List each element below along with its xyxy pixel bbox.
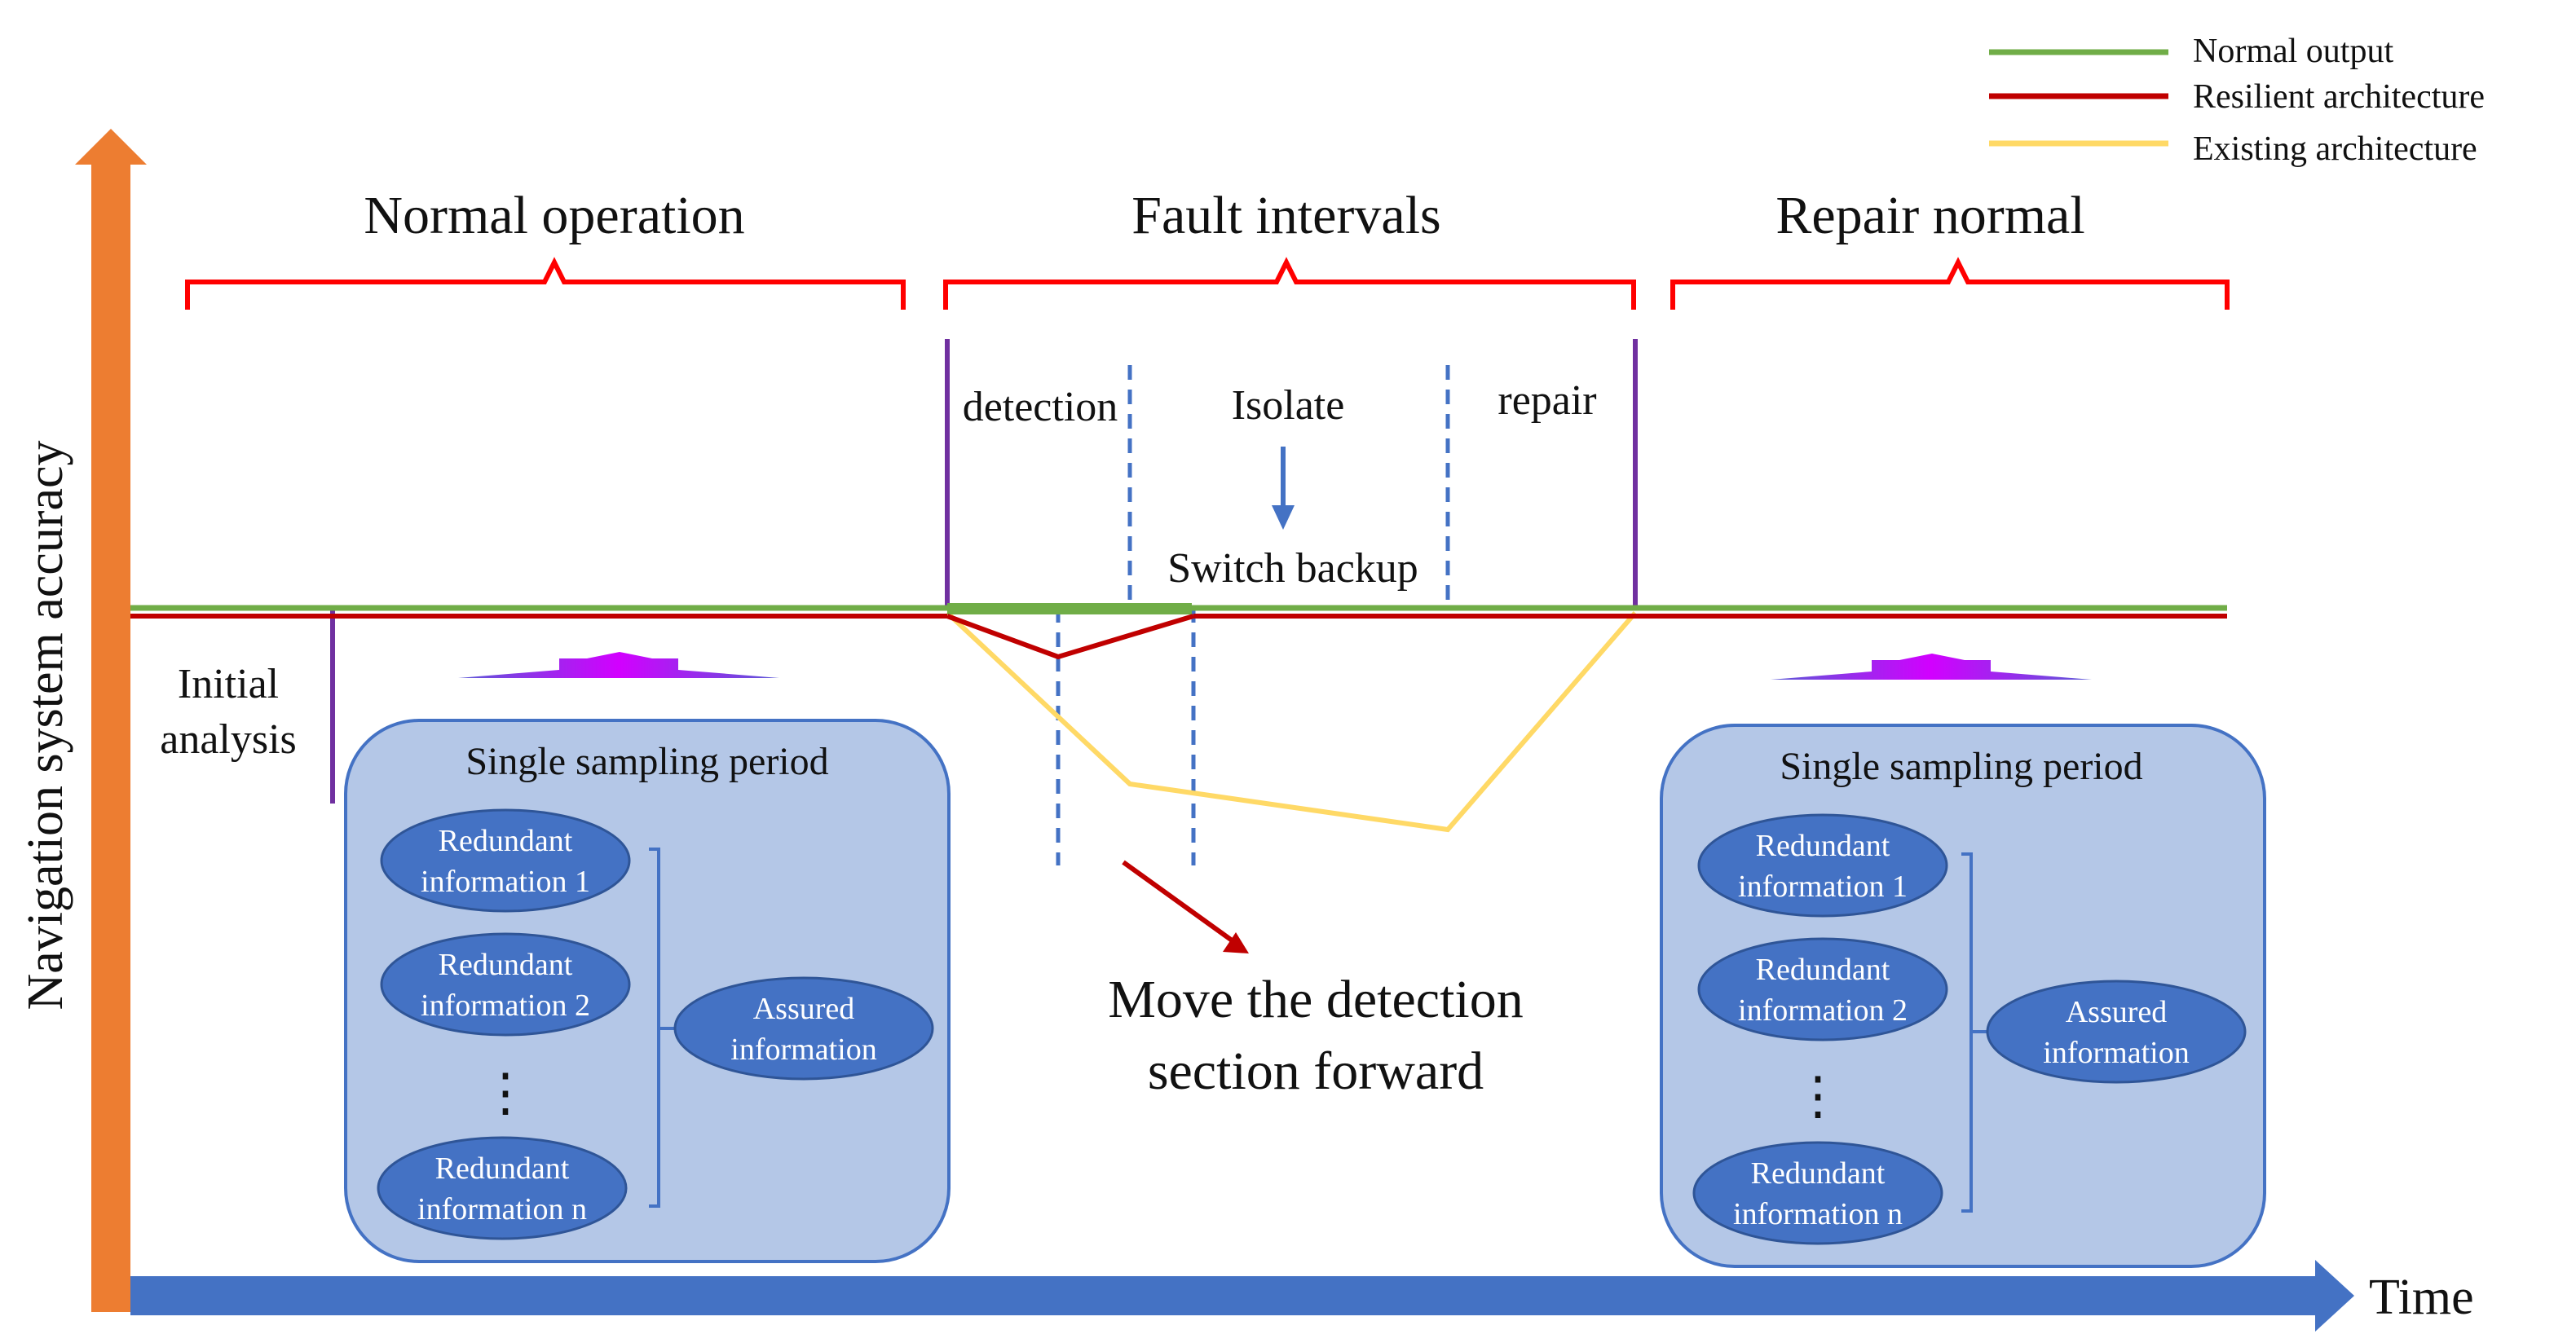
move-detection-label-line1: Move the detection xyxy=(1108,970,1524,1029)
brace-fault-intervals xyxy=(943,257,1636,310)
section-title-normal-operation: Normal operation xyxy=(364,186,744,245)
upward-arrow-left xyxy=(458,652,779,678)
y-axis-bar xyxy=(91,163,130,1312)
legend-label-resilient-architecture: Resilient architecture xyxy=(2193,78,2485,116)
legend-label-existing-architecture: Existing architecture xyxy=(2193,130,2477,168)
section-title-repair-normal: Repair normal xyxy=(1775,186,2084,245)
move-forward-arrow-head xyxy=(1223,932,1249,953)
x-axis-label: Time xyxy=(2369,1270,2474,1325)
redundant-info-n-right-line1: Redundant xyxy=(1751,1156,1886,1191)
redundant-info-1-right-line1: Redundant xyxy=(1756,829,1890,863)
assured-info-right xyxy=(1986,980,2247,1084)
redundant-info-1-left xyxy=(380,808,631,913)
sampling-box-right-title: Single sampling period xyxy=(1780,745,2142,788)
isolate-arrow-head xyxy=(1272,505,1295,530)
assured-info-right-line1: Assured xyxy=(2066,995,2168,1029)
redundant-info-n-left-line1: Redundant xyxy=(435,1151,570,1186)
move-forward-arrow-shaft xyxy=(1122,860,1236,945)
legend: Normal output Resilient architecture Exi… xyxy=(1989,33,2485,168)
redundant-info-2-left-line1: Redundant xyxy=(439,948,573,982)
ellipsis-left: ⋮ xyxy=(479,1063,532,1121)
y-axis-label: Navigation system accuracy xyxy=(18,441,73,1011)
brace-repair-normal xyxy=(1670,257,2230,310)
phase-label-detection: detection xyxy=(963,384,1118,430)
assured-info-left-line1: Assured xyxy=(753,992,855,1026)
assured-info-left xyxy=(673,976,934,1081)
normal-output-fault-segment xyxy=(947,603,1192,614)
phase-label-repair: repair xyxy=(1498,377,1596,424)
redundant-info-2-left xyxy=(380,932,631,1037)
section-title-fault-intervals: Fault intervals xyxy=(1131,186,1440,245)
redundant-info-1-left-line1: Redundant xyxy=(439,824,573,858)
redundant-info-1-right-line2: information 1 xyxy=(1738,870,1908,904)
y-axis-arrow-head xyxy=(75,129,147,165)
redundant-info-n-left-line2: information n xyxy=(417,1192,587,1226)
assured-info-right-line2: information xyxy=(2043,1036,2189,1070)
redundant-info-n-right-line2: information n xyxy=(1733,1197,1903,1231)
redundant-info-2-right xyxy=(1697,937,1948,1041)
redundant-info-n-left xyxy=(377,1136,628,1240)
sampling-box-right: Single sampling period Redundant informa… xyxy=(1660,724,2266,1268)
resilient-architecture-dip xyxy=(946,614,1194,660)
redundant-info-2-right-line2: information 2 xyxy=(1738,993,1908,1028)
redundant-info-2-left-line2: information 2 xyxy=(421,989,590,1023)
phase-label-isolate: Isolate xyxy=(1232,382,1345,429)
brace-normal-operation xyxy=(185,257,906,310)
redundant-info-2-right-line1: Redundant xyxy=(1756,953,1890,987)
legend-label-normal-output: Normal output xyxy=(2193,33,2393,70)
upward-arrow-right xyxy=(1771,654,2092,680)
sampling-box-left-title: Single sampling period xyxy=(465,740,828,783)
phase-label-switch-backup: Switch backup xyxy=(1167,545,1418,592)
assured-info-left-line2: information xyxy=(730,1033,876,1067)
redundant-info-n-right xyxy=(1692,1141,1943,1245)
existing-architecture-trace xyxy=(945,610,1638,833)
ellipsis-right: ⋮ xyxy=(1792,1067,1844,1125)
initial-analysis-label-line1: Initial xyxy=(178,661,279,707)
sampling-box-left: Single sampling period Redundant informa… xyxy=(344,719,951,1263)
aggregation-bracket-right xyxy=(1961,852,1989,1213)
move-detection-label-line2: section forward xyxy=(1148,1041,1484,1101)
redundant-info-1-left-line2: information 1 xyxy=(421,865,590,899)
initial-analysis-label-line2: analysis xyxy=(160,716,297,763)
redundant-info-1-right xyxy=(1697,813,1948,918)
x-axis-arrow xyxy=(130,1260,2354,1332)
aggregation-bracket-left xyxy=(649,848,677,1208)
